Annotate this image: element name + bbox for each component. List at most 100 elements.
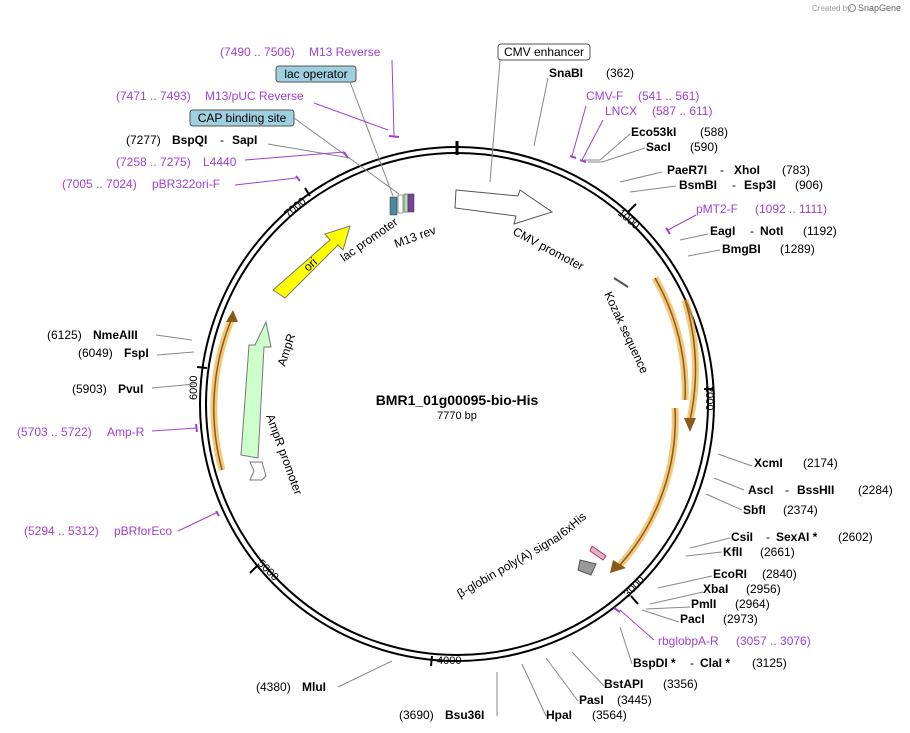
lac-operator-box bbox=[389, 196, 398, 216]
enzyme-bmgbi: BmgBI bbox=[722, 242, 761, 256]
primer-rbglobpa-r: rbglobpA-R bbox=[658, 634, 719, 648]
primer-ampr: Amp-R bbox=[107, 425, 145, 439]
enzyme-bspqi-pos: (7277) bbox=[126, 133, 161, 147]
enzyme-esp3i: Esp3I bbox=[744, 178, 776, 192]
enzyme-nmeaiii-pos: (6125) bbox=[47, 328, 82, 342]
primer-pbrforeco-range: (5294 .. 5312) bbox=[24, 524, 99, 538]
primer-l4440-range: (7258 .. 7275) bbox=[116, 155, 191, 169]
enzyme-dash-5: - bbox=[766, 530, 770, 544]
lac-promoter-label: lac promoter bbox=[338, 215, 401, 265]
left-arrowhead bbox=[226, 310, 238, 322]
enzyme-sapi: SapI bbox=[232, 133, 257, 147]
enzyme-paer7i: PaeR7I bbox=[667, 163, 707, 177]
primer-pmt2-f: pMT2-F bbox=[696, 202, 738, 216]
primer-cmv-f: CMV-F bbox=[586, 89, 623, 103]
enzyme-mlui-pos: (4380) bbox=[256, 680, 291, 694]
enzyme-clai-pos: (3125) bbox=[752, 656, 787, 670]
lac-promoter-box bbox=[403, 193, 409, 213]
tick-label-3000: 3000 bbox=[622, 574, 648, 600]
enzyme-sexai-pos: (2602) bbox=[838, 530, 873, 544]
cmv-promoter-label: CMV promoter bbox=[511, 224, 586, 273]
enzyme-bstapi: BstAPI bbox=[604, 677, 643, 691]
enzyme-dash-2: - bbox=[732, 178, 736, 192]
enzyme-saci: SacI bbox=[646, 140, 671, 154]
lac-operator-leader bbox=[349, 81, 394, 197]
cmv-enhancer-label: CMV enhancer bbox=[504, 45, 584, 59]
primer-orf-left-line bbox=[213, 317, 233, 471]
enzyme-pmli-pos: (2964) bbox=[735, 597, 770, 611]
enzyme-kfli: KflI bbox=[723, 545, 742, 559]
plasmid-length: 7770 bp bbox=[437, 410, 477, 422]
enzyme-ecori-pos: (2840) bbox=[762, 567, 797, 581]
primer-cmv-f-range: (541 .. 561) bbox=[638, 89, 699, 103]
enzyme-xbai: XbaI bbox=[703, 582, 728, 596]
enzyme-fspi-pos: (6049) bbox=[78, 346, 113, 360]
enzyme-paci: PacI bbox=[680, 612, 705, 626]
primer-site-marks bbox=[195, 135, 671, 613]
enzyme-bstapi-pos: (3356) bbox=[663, 677, 698, 691]
enzyme-esp3i-pos: (906) bbox=[795, 178, 823, 192]
his-label: 6xHis bbox=[557, 509, 589, 539]
tick-marks bbox=[196, 187, 714, 667]
lac-operator-label: lac operator bbox=[284, 67, 347, 81]
primer-pbr322ori-range: (7005 .. 7024) bbox=[62, 177, 137, 191]
enzyme-xbai-pos: (2956) bbox=[746, 582, 781, 596]
primer-pbr322ori: pBR322ori-F bbox=[152, 177, 220, 191]
enzyme-hpai-pos: (3564) bbox=[592, 708, 627, 722]
cmv-promoter-arrow bbox=[454, 189, 554, 225]
lac-operator-label-box bbox=[275, 65, 357, 83]
enzyme-snabi: SnaBI bbox=[549, 66, 583, 80]
enzyme-eco53ki: Eco53kI bbox=[631, 125, 676, 139]
enzyme-pvui-pos: (5903) bbox=[72, 382, 107, 396]
enzyme-xhoi: XhoI bbox=[734, 163, 760, 177]
tick-label-2000: 2000 bbox=[703, 386, 715, 410]
primer-l4440: L4440 bbox=[203, 155, 237, 169]
enzyme-paci-pos: (2973) bbox=[723, 612, 758, 626]
enzyme-noti-pos: (1192) bbox=[803, 224, 837, 238]
enzyme-nmeaiii: NmeAIII bbox=[93, 328, 138, 342]
enzyme-csii: CsiI bbox=[731, 530, 753, 544]
orf-segment-2-line bbox=[684, 299, 697, 421]
enzyme-snabi-pos: (362) bbox=[606, 66, 634, 80]
tick-label-7000: 7000 bbox=[282, 195, 308, 220]
primer-pmt2-f-range: (1092 .. 1111) bbox=[755, 202, 827, 216]
enzyme-eco53ki-pos: (588) bbox=[700, 125, 728, 139]
orf-segment-3-line bbox=[619, 407, 677, 566]
cap-site-label: CAP binding site bbox=[198, 111, 287, 125]
cap-site-box bbox=[397, 194, 404, 214]
m13-rev-box bbox=[407, 193, 415, 213]
tick-label-4000: 4000 bbox=[437, 655, 461, 667]
ampr-label: AmpR bbox=[275, 332, 299, 368]
enzyme-ecori: EcoRI bbox=[713, 567, 747, 581]
ori-arrow bbox=[272, 225, 351, 299]
primer-lncx: LNCX bbox=[605, 104, 637, 118]
ampr-promoter-label: AmpR promoter bbox=[263, 412, 305, 496]
tick-label-6000: 6000 bbox=[188, 376, 200, 400]
enzyme-bmgbi-pos: (1289) bbox=[780, 242, 815, 256]
enzyme-dash-4: - bbox=[785, 483, 789, 497]
enzyme-hpai: HpaI bbox=[546, 708, 572, 722]
enzyme-noti: NotI bbox=[760, 224, 783, 238]
orf-arrowhead-2 bbox=[610, 560, 626, 573]
enzyme-pvui: PvuI bbox=[118, 382, 143, 396]
orf-segment-1-line bbox=[654, 277, 686, 401]
primer-m13-reverse: M13 Reverse bbox=[309, 45, 381, 59]
enzyme-pasi: PasI bbox=[579, 693, 604, 707]
enzyme-bsu36i-pos: (3690) bbox=[399, 708, 434, 722]
polya-mark bbox=[577, 559, 597, 576]
enzyme-clai: ClaI * bbox=[700, 656, 730, 670]
leader-lines bbox=[151, 77, 753, 717]
plasmid-name: BMR1_01g00095-bio-His bbox=[376, 392, 539, 408]
orf-segment-1 bbox=[651, 276, 689, 401]
app-name: SnapGene bbox=[858, 3, 901, 13]
enzyme-dash-3: - bbox=[750, 224, 754, 238]
enzyme-xhoi-pos: (783) bbox=[782, 163, 810, 177]
primer-pbrforeco: pBRforEco bbox=[114, 524, 172, 538]
enzyme-dash-6: - bbox=[690, 656, 694, 670]
kozak-label: Kozak sequence bbox=[601, 289, 651, 376]
enzyme-asci: AscI bbox=[748, 483, 773, 497]
primer-m13puc-reverse: M13/pUC Reverse bbox=[205, 89, 304, 103]
ampr-arrow bbox=[240, 320, 272, 459]
enzyme-dash-1: - bbox=[720, 163, 724, 177]
enzyme-xcmi: XcmI bbox=[754, 456, 783, 470]
